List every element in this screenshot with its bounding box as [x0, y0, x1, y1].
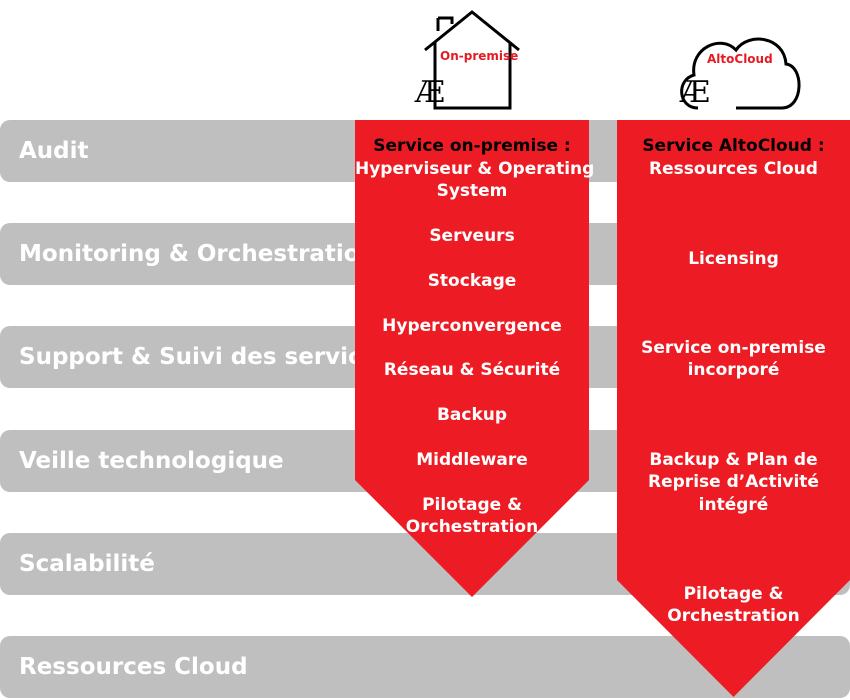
onpremise-arrow — [355, 120, 589, 597]
house-icon — [424, 10, 520, 110]
altocloud-icon-label: AltoCloud — [707, 52, 773, 66]
altocloud-item: intégré — [698, 495, 769, 515]
altocloud-header-2: Ressources Cloud — [649, 159, 818, 179]
onpremise-item: Hyperconvergence — [382, 316, 562, 336]
onpremise-header-3: System — [436, 181, 508, 201]
row-label: Support & Suivi des services — [19, 344, 391, 370]
altocloud-item: Licensing — [688, 249, 779, 269]
altocloud-item: Service on-premise — [641, 338, 826, 358]
onpremise-item: Réseau & Sécurité — [383, 360, 561, 380]
row-label: Audit — [19, 138, 89, 164]
cloud-icon — [680, 37, 801, 110]
onpremise-item: Stockage — [427, 271, 517, 291]
onpremise-item: Orchestration — [405, 517, 539, 537]
altocloud-logo: Æ — [680, 75, 711, 110]
row-label: Veille technologique — [19, 448, 284, 474]
onpremise-header-2: Hyperviseur & Operating — [355, 159, 595, 179]
onpremise-item: Backup — [436, 405, 508, 425]
altocloud-item: Pilotage & — [683, 584, 784, 604]
altocloud-item: Orchestration — [667, 606, 800, 626]
onpremise-logo: Æ — [415, 75, 446, 110]
row-label: Ressources Cloud — [19, 654, 248, 680]
row-label: Scalabilité — [19, 551, 155, 577]
altocloud-item: Backup & Plan de — [649, 450, 818, 470]
onpremise-item: Serveurs — [429, 226, 515, 246]
altocloud-item: Reprise d’Activité — [648, 472, 819, 492]
altocloud-header-1: Service AltoCloud : — [642, 136, 825, 156]
onpremise-item: Pilotage & — [422, 495, 522, 515]
onpremise-icon-label: On-premise — [440, 49, 519, 63]
onpremise-header-1: Service on-premise : — [373, 136, 571, 156]
altocloud-arrow — [617, 120, 850, 697]
altocloud-item: incorporé — [687, 360, 780, 380]
onpremise-item: Middleware — [416, 450, 528, 470]
row-label: Monitoring & Orchestration — [19, 241, 376, 267]
